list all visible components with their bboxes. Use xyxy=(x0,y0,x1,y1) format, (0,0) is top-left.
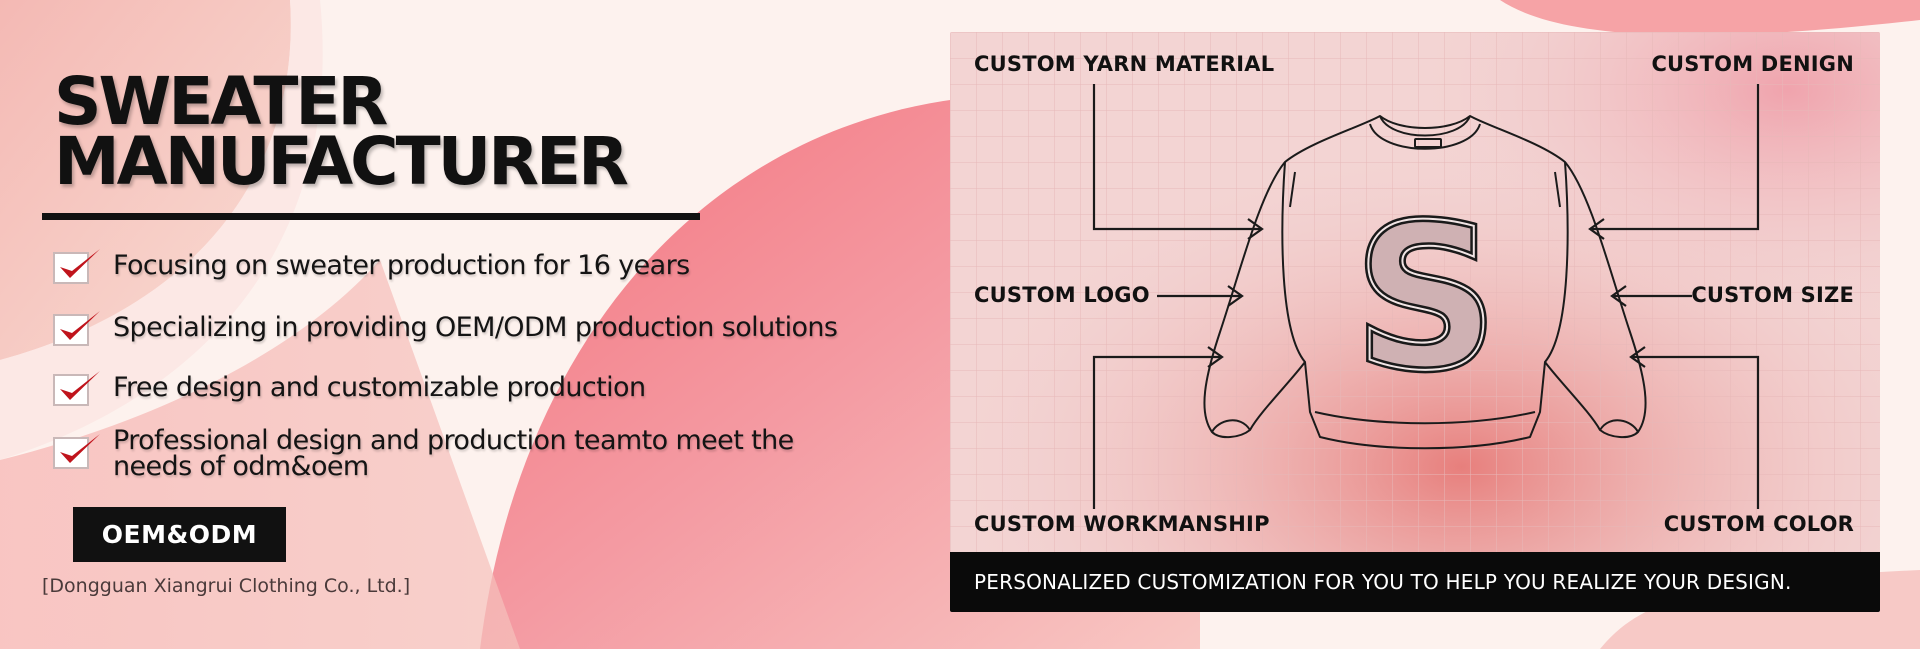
logo-s-icon: S S xyxy=(1350,179,1501,419)
sweater-icon xyxy=(1203,115,1647,450)
company-name: [Dongguan Xiangrui Clothing Co., Ltd.] xyxy=(42,575,411,597)
svg-text:S: S xyxy=(1354,182,1498,415)
label-custom-color: CUSTOM COLOR xyxy=(1663,512,1854,536)
label-custom-workmanship: CUSTOM WORKMANSHIP xyxy=(974,512,1270,536)
feature-text-line: Professional design and production teamt… xyxy=(113,425,794,456)
checkbox-checked-icon xyxy=(53,311,100,346)
feature-text-multiline: Professional design and production teamt… xyxy=(104,425,794,482)
checkbox-checked-icon xyxy=(53,434,100,469)
feature-item: Focusing on sweater production for 16 ye… xyxy=(52,245,690,287)
feature-text: Specializing in providing OEM/ODM produc… xyxy=(113,312,838,343)
feature-item: Free design and customizable production xyxy=(52,367,646,409)
arrow-icon xyxy=(1092,84,1760,509)
title-underline xyxy=(42,213,700,220)
checkbox-checked-icon xyxy=(53,371,100,406)
feature-item: Specializing in providing OEM/ODM produc… xyxy=(52,307,838,349)
sweater-diagram: S S xyxy=(950,32,1880,612)
label-custom-yarn-material: CUSTOM YARN MATERIAL xyxy=(974,52,1275,76)
checkbox-checked-icon xyxy=(53,249,100,284)
feature-item: Professional design and production teamt… xyxy=(52,425,794,482)
svg-text:S: S xyxy=(1354,182,1498,415)
feature-text: Focusing on sweater production for 16 ye… xyxy=(113,250,690,281)
tagline-bar: PERSONALIZED CUSTOMIZATION FOR YOU TO HE… xyxy=(950,552,1880,612)
feature-text: Free design and customizable production xyxy=(113,372,646,403)
label-custom-denign: CUSTOM DENIGN xyxy=(1651,52,1854,76)
page-title: SWEATER MANUFACTURER xyxy=(54,63,629,200)
feature-text-line: needs of odm&oem xyxy=(113,451,369,482)
oem-odm-badge: OEM&ODM xyxy=(73,507,286,562)
title-line-2: MANUFACTURER xyxy=(54,123,629,200)
label-custom-size: CUSTOM SIZE xyxy=(1691,283,1854,307)
customization-panel: S S CUSTOM YARN MATERIAL CUSTOM DENIGN C… xyxy=(950,32,1880,612)
title-line-1: SWEATER xyxy=(54,63,388,140)
label-custom-logo: CUSTOM LOGO xyxy=(974,283,1150,307)
